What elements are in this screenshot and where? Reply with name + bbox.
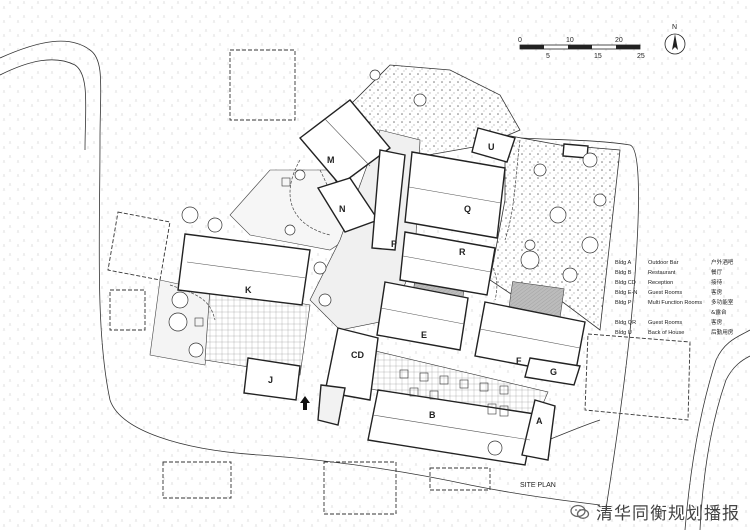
svg-text:Bldg CD: Bldg CD	[615, 280, 636, 286]
label-m: M	[327, 155, 335, 165]
trees	[168, 69, 607, 456]
label-u: U	[488, 142, 495, 152]
scale-label-15: 15	[594, 53, 602, 60]
legend-row: Bldg U Back of House 后勤用房	[615, 328, 734, 336]
label-j: J	[268, 375, 273, 385]
svg-text:接待: 接待	[711, 278, 723, 286]
north-arrow-icon: N	[664, 24, 686, 55]
svg-text:客房: 客房	[711, 288, 723, 296]
legend: Bldg A Outdoor Bar 户外酒吧 Bldg B Restauran…	[615, 258, 734, 336]
legend-row: &露台	[711, 308, 727, 316]
wechat-logo-icon	[570, 504, 590, 519]
svg-text:客房: 客房	[711, 318, 723, 326]
bldg-j	[243, 357, 301, 401]
label-q: Q	[464, 204, 471, 214]
legend-row: Bldg E-N Guest Rooms 客房	[615, 288, 723, 296]
scale-label-0: 0	[518, 37, 522, 44]
watermark-text: 清华同衡规划播报	[596, 504, 740, 524]
scale-label-10: 10	[566, 37, 574, 44]
svg-text:Outdoor Bar: Outdoor Bar	[648, 260, 679, 266]
label-p: P	[391, 239, 397, 249]
svg-text:Bldg U: Bldg U	[615, 330, 632, 336]
bldg-cd	[324, 327, 379, 401]
scale-bar: 0 5 10 15 20 25	[518, 37, 645, 60]
bldg-u	[471, 127, 516, 163]
svg-text:Multi Function Rooms: Multi Function Rooms	[648, 300, 702, 306]
legend-row: Bldg B Restaurant 餐厅	[615, 268, 723, 276]
legend-row: Bldg A Outdoor Bar 户外酒吧	[615, 258, 734, 266]
legend-row: Bldg QR Guest Rooms 客房	[615, 318, 723, 326]
north-label: N	[672, 24, 677, 31]
scale-label-20: 20	[615, 37, 623, 44]
watermark: 清华同衡规划播报	[570, 499, 740, 524]
label-f: F	[516, 356, 522, 366]
label-n: N	[339, 204, 346, 214]
svg-text:后勤用房: 后勤用房	[711, 328, 734, 336]
svg-text:Back of House: Back of House	[648, 330, 684, 336]
entrance-arrow-icon	[300, 396, 310, 410]
bldg-a	[521, 399, 556, 461]
svg-text:Bldg A: Bldg A	[615, 260, 631, 266]
svg-text:&露台: &露台	[711, 308, 727, 316]
building-labels: M N K J Q R P U E F G CD B A	[245, 142, 557, 426]
roof-lines	[186, 118, 581, 441]
svg-text:Bldg B: Bldg B	[615, 270, 632, 276]
legend-row: Bldg P Multi Function Rooms 多功能室	[615, 298, 734, 306]
svg-text:Bldg P: Bldg P	[615, 300, 632, 306]
label-b: B	[429, 410, 436, 420]
svg-text:Guest Rooms: Guest Rooms	[648, 290, 682, 296]
scale-label-25: 25	[637, 53, 645, 60]
bldg-p	[371, 149, 406, 251]
label-cd: CD	[351, 350, 364, 360]
label-k: K	[245, 285, 252, 295]
svg-text:Bldg QR: Bldg QR	[615, 320, 636, 326]
svg-text:Guest Rooms: Guest Rooms	[648, 320, 682, 326]
label-r: R	[459, 247, 466, 257]
label-g: G	[550, 367, 557, 377]
label-e: E	[421, 330, 427, 340]
scale-label-5: 5	[546, 53, 550, 60]
svg-text:户外酒吧: 户外酒吧	[711, 258, 734, 266]
plan-title: SITE PLAN	[520, 482, 556, 489]
terrace-furniture	[194, 177, 509, 417]
bldg-r	[399, 231, 496, 296]
label-a: A	[536, 416, 543, 426]
legend-row: Bldg CD Reception 接待	[615, 278, 723, 286]
svg-text:Bldg E-N: Bldg E-N	[615, 290, 637, 296]
bldg-g	[524, 357, 581, 386]
svg-text:Restaurant: Restaurant	[648, 270, 676, 276]
svg-text:多功能室: 多功能室	[711, 298, 734, 306]
svg-text:Reception: Reception	[648, 280, 673, 286]
svg-text:餐厅: 餐厅	[711, 268, 723, 276]
